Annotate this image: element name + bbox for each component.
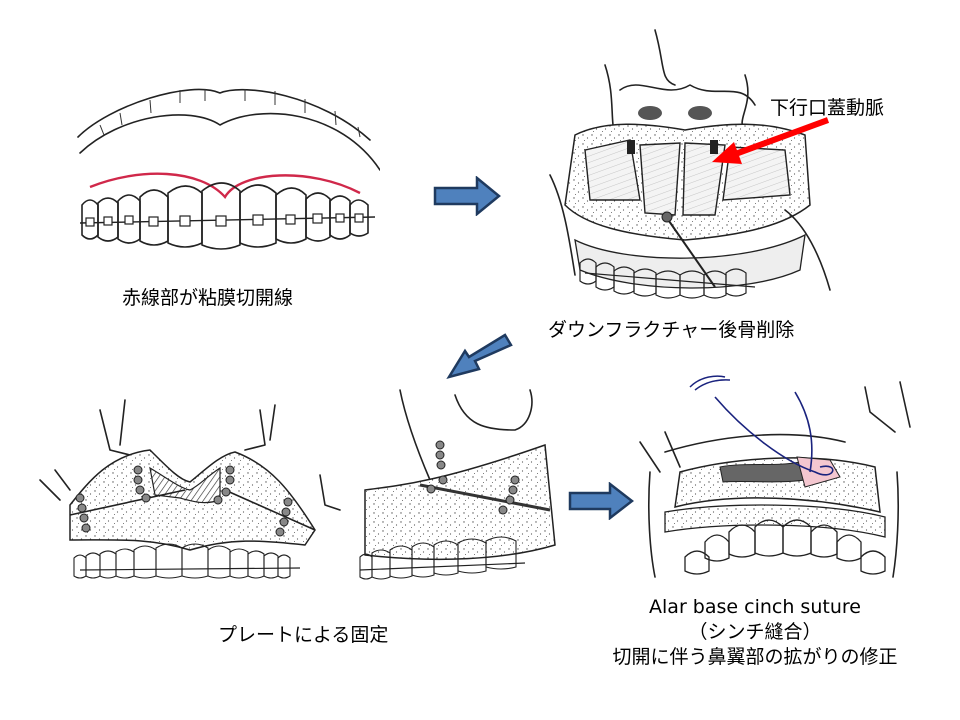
red-pointer-arrow-icon (708, 116, 832, 168)
plate-fixation-frontal-illustration (30, 390, 350, 585)
upper-teeth-with-braces (79, 182, 376, 250)
cinch-suture-caption: Alar base cinch suture （シンチ縫合） 切開に伴う鼻翼部の… (555, 595, 955, 670)
cinch-suture-caption-line-3: 切開に伴う鼻翼部の拡がりの修正 (612, 646, 898, 668)
plate-fixation-caption: プレートによる固定 (218, 624, 389, 646)
incision-line (89, 172, 361, 200)
plate-fixation-lateral-illustration (345, 385, 565, 585)
cinch-suture-caption-line-2: （シンチ縫合） (688, 621, 822, 643)
downfracture-caption: ダウンフラクチャー後骨削除 (548, 319, 795, 341)
incision-illustration (70, 75, 380, 255)
incision-caption: 赤線部が粘膜切開線 (122, 287, 294, 309)
descending-palatine-artery-label: 下行口蓋動脈 (770, 97, 885, 119)
right-arrow-icon (433, 176, 501, 216)
cinch-suture-caption-line-1: Alar base cinch suture (649, 596, 861, 618)
downfracture-illustration (545, 25, 835, 305)
cinch-suture-illustration (635, 372, 915, 582)
down-left-arrow-icon (445, 333, 515, 383)
right-arrow-icon (568, 482, 634, 520)
